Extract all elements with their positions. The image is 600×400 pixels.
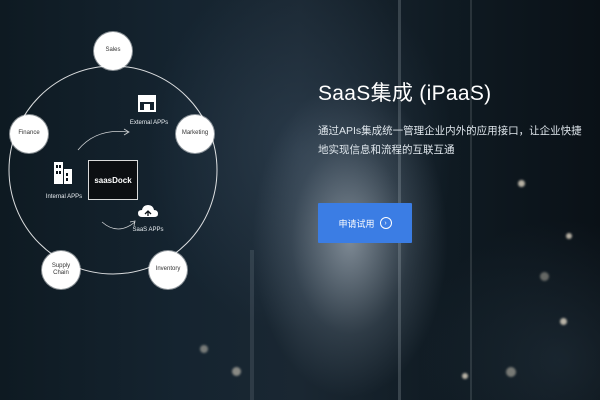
node-finance: Finance xyxy=(10,115,48,153)
saasdock-label: saasDock xyxy=(94,175,132,185)
cloud-icon xyxy=(138,205,158,217)
saas-apps-label: SaaS APPs xyxy=(132,227,164,233)
store-icon xyxy=(138,95,156,112)
page-title: SaaS集成 (iPaaS) xyxy=(318,82,492,105)
apply-trial-button[interactable]: 申请试用 › xyxy=(318,203,412,243)
bokeh-light xyxy=(506,367,516,377)
external-apps-label: External APPs xyxy=(129,120,169,126)
apply-trial-label: 申请试用 xyxy=(338,218,375,229)
light-streak xyxy=(398,0,401,400)
node-inventory-label: Inventory xyxy=(155,266,181,273)
bokeh-light xyxy=(560,318,567,325)
node-marketing-label: Marketing xyxy=(181,130,209,137)
bokeh-light xyxy=(540,272,549,281)
light-streak xyxy=(470,0,472,400)
bokeh-light xyxy=(462,373,468,379)
arrow-to-saas-head xyxy=(129,220,136,227)
chevron-right-circle-icon: › xyxy=(379,217,392,229)
bokeh-light xyxy=(200,345,208,353)
node-supply-chain: Supply Chain xyxy=(42,251,80,289)
integration-diagram: Sales Marketing Inventory Supply Chain F… xyxy=(8,32,218,289)
bokeh-light xyxy=(518,180,525,187)
node-marketing: Marketing xyxy=(176,115,214,153)
node-sales: Sales xyxy=(94,32,132,70)
bokeh-light xyxy=(566,233,572,239)
internal-apps-label: Internal APPs xyxy=(45,194,83,200)
arrow-to-external xyxy=(77,131,129,151)
saasdock-hub: saasDock xyxy=(88,160,138,200)
diagram-lines xyxy=(8,65,218,275)
node-inventory: Inventory xyxy=(149,251,187,289)
node-sales-label: Sales xyxy=(105,47,121,54)
bokeh-light xyxy=(232,367,241,376)
node-supply-chain-label: Supply Chain xyxy=(51,262,71,276)
arrow-to-saas xyxy=(101,221,136,230)
building-icon xyxy=(54,162,72,184)
node-finance-label: Finance xyxy=(18,130,40,137)
light-streak xyxy=(250,250,254,400)
page-description: 通过APIs集成统一管理企业内外的应用接口，让企业快捷地实现信息和流程的互联互通 xyxy=(318,125,582,156)
arrow-to-external-head xyxy=(123,128,130,136)
